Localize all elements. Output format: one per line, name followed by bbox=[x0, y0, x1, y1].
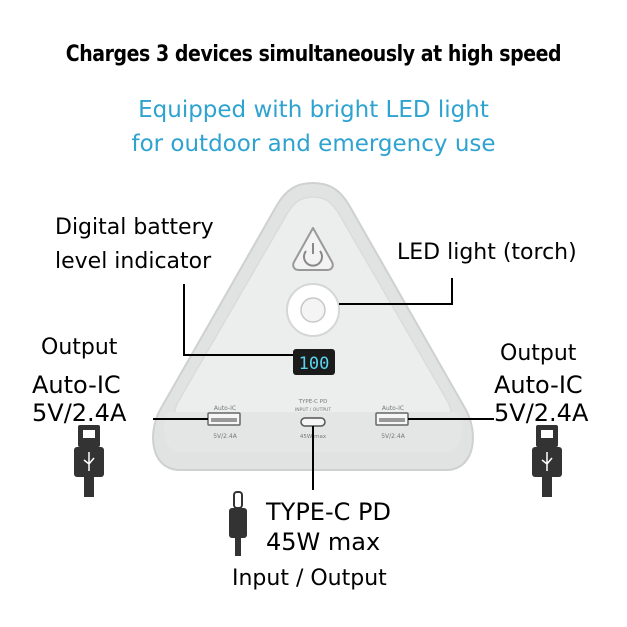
label-type-c-line3: Input / Output bbox=[232, 566, 387, 591]
callout-lines bbox=[153, 278, 494, 490]
svg-text:INPUT / OUTPUT: INPUT / OUTPUT bbox=[295, 407, 331, 413]
svg-text:5V/2.4A: 5V/2.4A bbox=[381, 433, 405, 440]
svg-text:TYPE-C PD: TYPE-C PD bbox=[298, 399, 328, 405]
usb-cable-left-icon bbox=[74, 425, 104, 497]
label-output-left-line2: 5V/2.4A bbox=[32, 399, 127, 427]
label-output-left-title: Output bbox=[41, 335, 118, 360]
label-type-c-line1: TYPE-C PD bbox=[266, 498, 391, 526]
label-output-left-line1: Auto-IC bbox=[32, 371, 121, 399]
svg-text:Auto-IC: Auto-IC bbox=[214, 405, 236, 412]
battery-display bbox=[293, 349, 335, 375]
battery-display-value: 100 bbox=[299, 354, 330, 374]
led-torch-icon bbox=[286, 283, 340, 337]
usb-cable-right-icon bbox=[532, 425, 562, 497]
power-button-icon bbox=[292, 227, 334, 271]
label-type-c-line2: 45W max bbox=[266, 528, 381, 556]
label-led-light: LED light (torch) bbox=[397, 240, 577, 265]
svg-text:5V/2.4A: 5V/2.4A bbox=[213, 433, 237, 440]
headline: Charges 3 devices simultaneously at high… bbox=[65, 42, 562, 67]
leader-battery bbox=[183, 284, 293, 356]
label-output-right-line1: Auto-IC bbox=[494, 371, 583, 399]
label-battery-line2: level indicator bbox=[55, 249, 212, 274]
label-output-right-title: Output bbox=[500, 341, 577, 366]
subheadline-line1: Equipped with bright LED light bbox=[138, 97, 489, 123]
type-c-cable-icon bbox=[229, 491, 247, 556]
usb-port-right: Auto-IC 5V/2.4A bbox=[375, 405, 409, 440]
label-output-right-line2: 5V/2.4A bbox=[494, 399, 589, 427]
label-battery-line1: Digital battery bbox=[55, 215, 214, 240]
svg-text:Auto-IC: Auto-IC bbox=[382, 405, 404, 412]
subheadline-line2: for outdoor and emergency use bbox=[131, 131, 496, 157]
leader-led bbox=[339, 278, 453, 305]
